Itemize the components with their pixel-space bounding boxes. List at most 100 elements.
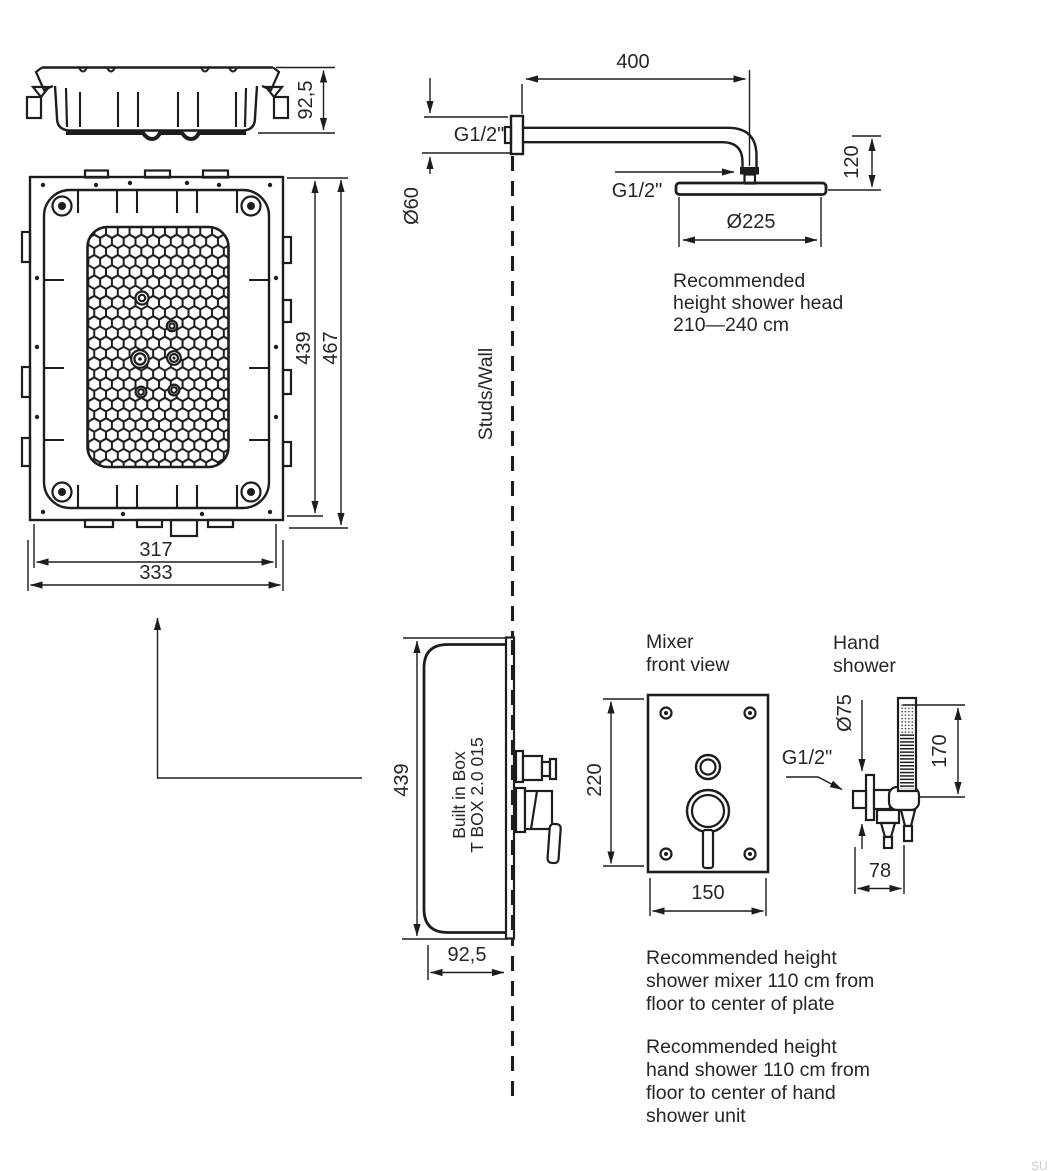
dim-label-outer-height: 467 [320, 331, 342, 364]
note-line: shower unit [646, 1105, 746, 1127]
shower-head [674, 181, 828, 196]
arm-length-dimension: 400 [521, 51, 751, 166]
right-stub [272, 95, 290, 120]
note-line: floor to center of hand [646, 1082, 836, 1104]
head-diameter-dimension: Ø225 [678, 197, 822, 247]
mixer-valve-side [514, 786, 562, 865]
hand-escutcheon-dimension: Ø75 [834, 694, 866, 849]
arm-nut [740, 167, 759, 175]
outer-plate [28, 175, 285, 522]
mixer-height-note: Recommended height shower mixer 110 cm f… [646, 947, 874, 1015]
wall-label: Studs/Wall [475, 348, 497, 440]
note-line: shower mixer 110 cm from [646, 970, 874, 992]
note-line: hand shower 110 cm from [646, 1059, 870, 1081]
dim-label-drop: 120 [841, 145, 863, 178]
hand-length-dimension: 170 [903, 704, 965, 798]
front-height-dimensions: 439 467 [287, 177, 348, 529]
dim-label-mixer-width: 150 [691, 882, 724, 904]
left-stub [25, 95, 43, 120]
wall-stub [503, 125, 513, 145]
mixer-height-dimension: 220 [584, 698, 644, 867]
diverter-side [514, 749, 558, 784]
rivet-dots [34, 180, 279, 517]
hand-shower-wand [896, 696, 918, 793]
hand-title-line: Hand [833, 632, 880, 654]
mixer-title-line: Mixer [646, 631, 694, 653]
left-clip [30, 85, 52, 99]
note-line: Recommended height [646, 1036, 837, 1058]
head-height-note: Recommended height shower head 210—240 c… [673, 270, 843, 336]
installed-side-view: 439 92,5 Built in Box T BOX 2.0 015 [391, 636, 562, 980]
drop-dimension: 120 [828, 135, 881, 191]
dim-label-hand-escutcheon: Ø75 [834, 694, 856, 732]
mixer-title-line: front view [646, 654, 730, 676]
wall-line-group: Studs/Wall [475, 156, 515, 1102]
overhead-shower-view: 400 Ø60 G1/2" G1/2" 120 Ø225 Recommen [401, 51, 881, 336]
dim-label-installed-height: 439 [391, 763, 413, 796]
dim-label-hand-length: 170 [929, 734, 951, 767]
wand-grip-ribs [900, 734, 914, 789]
diverter-knob [694, 753, 722, 781]
dim-label-box-depth: 92,5 [295, 81, 317, 120]
box-name-line: T BOX 2.0 015 [467, 737, 487, 852]
dim-label-outer-width: 333 [139, 562, 172, 584]
installed-height-dimension: 439 [391, 637, 508, 940]
dim-label-mixer-height: 220 [584, 763, 606, 796]
notes: Recommended height shower mixer 110 cm f… [646, 947, 1048, 1171]
panel-bosses [130, 290, 182, 399]
box-side-outline [25, 66, 290, 142]
dim-label-escutcheon: Ø60 [401, 187, 423, 225]
cover-plate [42, 188, 271, 510]
wand-spray-texture [900, 703, 914, 733]
top-notches [78, 67, 238, 73]
wall-plate [504, 636, 516, 940]
dim-label-inner-height: 439 [293, 331, 315, 364]
box-bottom [66, 131, 246, 142]
note-line: floor to center of plate [646, 993, 835, 1015]
hand-title-line: shower [833, 655, 896, 677]
box-side-height-dimension: 92,5 [258, 66, 335, 134]
dim-label-inner-width: 317 [139, 539, 172, 561]
shower-arm-outer [523, 126, 758, 167]
corner-screw-holes [51, 195, 262, 503]
box-name-line: Built in Box [449, 751, 469, 839]
note-line: 210—240 cm [673, 314, 789, 336]
watermark: SU [1031, 1159, 1048, 1171]
head-thread-leader: G1/2" [612, 168, 735, 202]
mounting-ticks [45, 191, 268, 507]
hand-wall-stub [851, 789, 868, 810]
box-name-label: Built in Box T BOX 2.0 015 [449, 737, 487, 852]
mixer-handle [701, 828, 715, 870]
label-mixer-thread: G1/2" [782, 747, 832, 769]
mixer-thread-leader: G1/2" [782, 747, 843, 791]
front-width-dimensions: 317 333 [27, 524, 284, 591]
box-front-view: 439 467 317 333 [20, 169, 362, 779]
note-line: Recommended height [646, 947, 837, 969]
wall-escutcheon [509, 114, 525, 156]
box-side-view: 92,5 [25, 66, 335, 142]
ribs [78, 92, 238, 127]
right-clip [263, 85, 285, 99]
note-line: height shower head [673, 292, 843, 314]
dim-label-hand-offset: 78 [869, 860, 891, 882]
dim-label-head-diameter: Ø225 [727, 211, 776, 233]
hand-escutcheon [864, 773, 876, 822]
hand-shower-view: Hand shower Ø75 170 [833, 632, 965, 894]
honeycomb-panel [86, 225, 230, 469]
reference-leader-arrow [153, 617, 362, 779]
note-line: Recommended [673, 270, 805, 292]
label-head-thread: G1/2" [612, 180, 662, 202]
mixer-front-view: Mixer front view 220 150 G1/2" [584, 631, 843, 916]
dim-label-installed-depth: 92,5 [448, 944, 487, 966]
mixer-width-dimension: 150 [649, 878, 767, 916]
installed-depth-dimension: 92,5 [427, 944, 505, 980]
label-wall-thread: G1/2" [454, 124, 504, 146]
mixer-screws [659, 706, 757, 861]
hose-connection [875, 808, 917, 850]
shower-arm-inner [523, 141, 744, 167]
mixer-lever [546, 822, 562, 865]
holder-arm [872, 788, 892, 811]
escutcheon-dimension: Ø60 G1/2" [401, 78, 510, 225]
